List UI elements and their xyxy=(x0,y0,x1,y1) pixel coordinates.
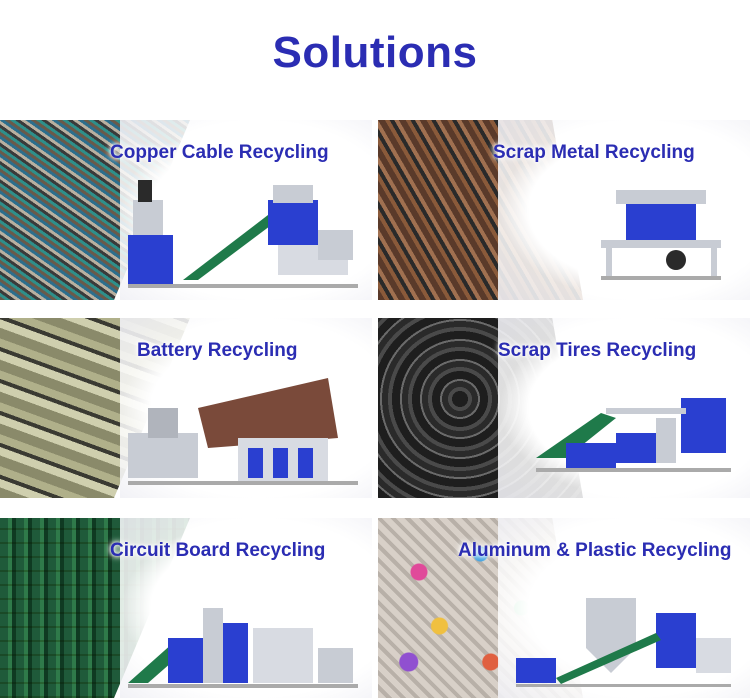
metal-shredder-machine-icon xyxy=(601,190,721,280)
page-title: Solutions xyxy=(272,28,478,77)
solution-label-scrap-metal: Scrap Metal Recycling xyxy=(493,142,695,163)
solution-card-scrap-metal[interactable]: Scrap Metal Recycling xyxy=(378,120,750,300)
solution-card-scrap-tires[interactable]: Scrap Tires Recycling xyxy=(378,318,750,498)
solution-label-circuit-board: Circuit Board Recycling xyxy=(110,540,326,561)
tire-line-machine-icon xyxy=(536,398,731,472)
solution-label-battery: Battery Recycling xyxy=(137,340,298,361)
solution-card-copper-cable[interactable]: Copper Cable Recycling xyxy=(0,120,372,300)
solution-card-aluminum-plastic[interactable]: Aluminum & Plastic Recycling xyxy=(378,518,750,698)
separator-silo-machine-icon xyxy=(516,598,731,687)
pcb-line-machine-icon xyxy=(128,608,358,688)
solution-card-battery[interactable]: Battery Recycling xyxy=(0,318,372,498)
solution-label-scrap-tires: Scrap Tires Recycling xyxy=(498,340,697,361)
solution-card-circuit-board[interactable]: Circuit Board Recycling xyxy=(0,518,372,698)
battery-plant-machine-icon xyxy=(128,378,358,485)
solution-label-copper-cable: Copper Cable Recycling xyxy=(110,142,329,163)
solution-label-aluminum-plastic: Aluminum & Plastic Recycling xyxy=(458,540,732,561)
cable-shredder-machine-icon xyxy=(128,180,358,288)
